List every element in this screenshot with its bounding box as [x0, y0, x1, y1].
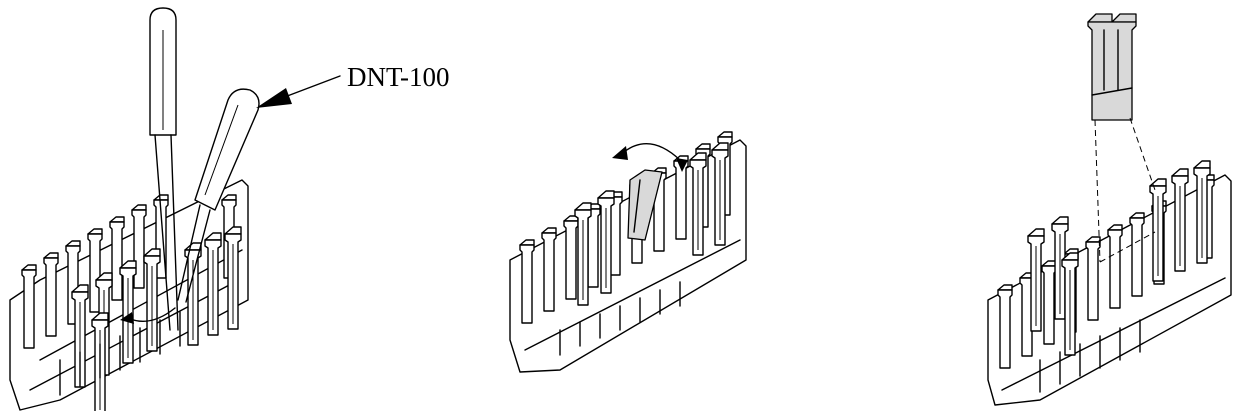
duct-left-front-finger — [224, 226, 242, 330]
duct-right-front-finger — [1061, 252, 1079, 356]
duct-right-front-finger — [1027, 228, 1045, 332]
duct-left-back-finger — [21, 264, 37, 349]
arrowhead-icon — [120, 312, 134, 324]
duct-middle-front-finger — [711, 142, 729, 246]
duct-middle-back-finger — [563, 215, 579, 300]
duct-middle-front-finger — [597, 190, 615, 294]
duct-middle-front-finger — [689, 152, 707, 256]
tilted-finger — [627, 169, 663, 241]
duct-right-back-finger — [1041, 260, 1057, 345]
duct-left-front-finger — [204, 232, 222, 336]
duct-right — [987, 160, 1232, 406]
callout-leader — [281, 75, 341, 99]
duct-left-front-finger — [119, 260, 137, 364]
duct-right-front-finger — [1171, 168, 1189, 272]
tool-callout-label: DNT-100 — [347, 62, 450, 92]
duct-left — [9, 179, 249, 411]
duct-middle-back-finger — [541, 227, 557, 312]
duct-right-back-finger — [997, 284, 1013, 369]
duct-middle-front-finger — [574, 202, 592, 306]
duct-right-back-finger — [1107, 224, 1123, 309]
callout-arrowhead-icon — [256, 88, 292, 108]
arrowhead-icon — [612, 146, 628, 160]
duct-left-back-finger — [43, 252, 59, 337]
duct-right-back-finger — [1085, 236, 1101, 321]
duct-middle-back-finger — [519, 239, 535, 324]
duct-middle — [509, 131, 747, 373]
duct-right-back-finger — [1129, 212, 1145, 297]
rotation-arrow-icon — [623, 143, 681, 161]
duct-left-back-finger — [109, 216, 125, 301]
tool-icon — [149, 7, 260, 331]
duct-right-front-finger — [1149, 178, 1167, 282]
removed-finger — [1087, 13, 1137, 121]
arrowhead-icon — [676, 158, 688, 172]
removal-guide — [1094, 117, 1156, 263]
duct-right-front-finger — [1193, 160, 1211, 264]
duct-left-front-finger — [143, 248, 161, 352]
